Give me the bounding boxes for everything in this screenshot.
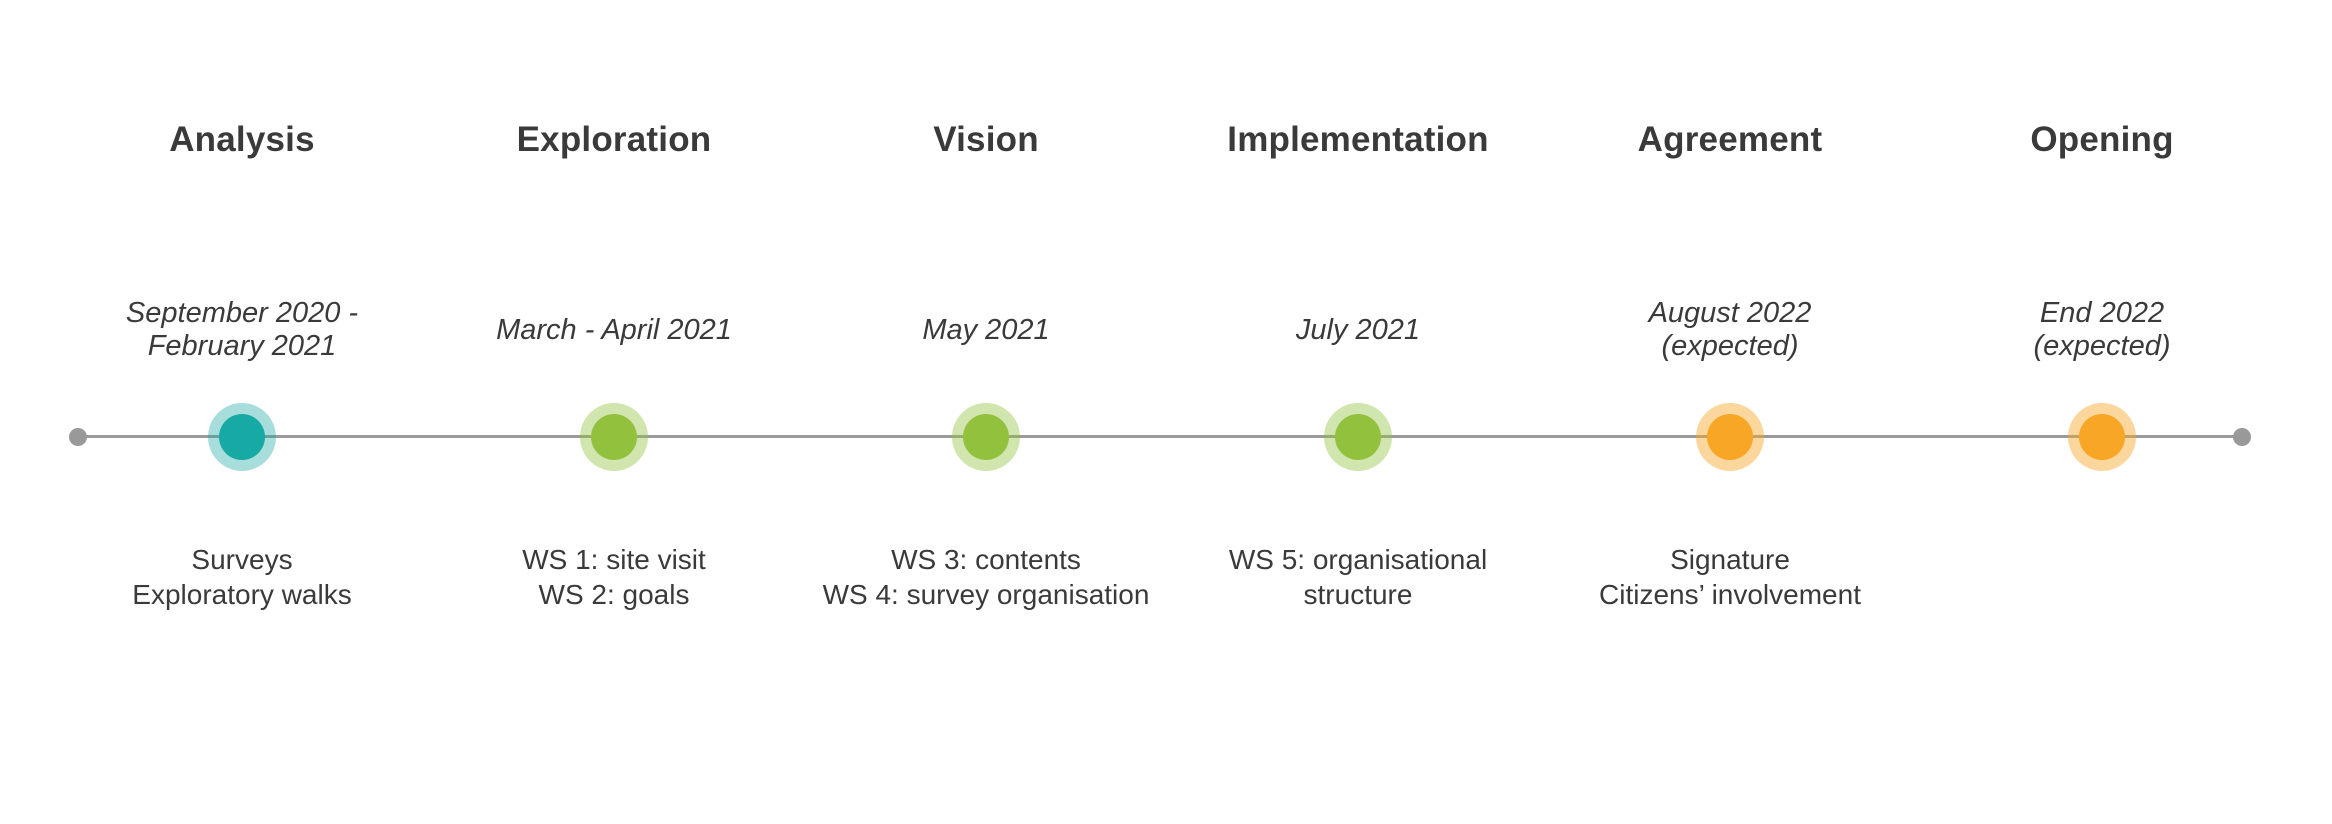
phase-title: Analysis <box>169 120 315 159</box>
phase-title: Exploration <box>516 120 712 159</box>
phase-marker-dot <box>1696 403 1764 471</box>
phase-date: End 2022 (expected) <box>2033 297 2171 362</box>
phase-title: Agreement <box>1637 120 1823 159</box>
phase-details: WS 3: contents WS 4: survey organisation <box>822 544 1150 610</box>
dot-core <box>1335 414 1381 460</box>
timeline-start-dot <box>69 428 87 446</box>
phase-title: Opening <box>2030 120 2174 159</box>
phase-column-exploration: Exploration March - April 2021 WS 1: sit… <box>428 0 800 824</box>
dot-core <box>591 414 637 460</box>
phase-details: Surveys Exploratory walks <box>132 544 352 610</box>
phase-details: Signature Citizens’ involvement <box>1599 544 1861 610</box>
phase-marker-dot <box>952 403 1020 471</box>
phase-marker-dot <box>2068 403 2136 471</box>
phase-column-analysis: Analysis September 2020 - February 2021 … <box>56 0 428 824</box>
phase-marker-dot <box>580 403 648 471</box>
phase-column-implementation: Implementation July 2021 WS 5: organisat… <box>1172 0 1544 824</box>
phase-details: WS 1: site visit WS 2: goals <box>522 544 706 610</box>
phase-date: March - April 2021 <box>496 313 732 346</box>
phase-marker-dot <box>208 403 276 471</box>
timeline-end-dot <box>2233 428 2251 446</box>
phase-column-vision: Vision May 2021 WS 3: contents WS 4: sur… <box>800 0 1172 824</box>
phase-marker-dot <box>1324 403 1392 471</box>
phase-column-agreement: Agreement August 2022 (expected) Signatu… <box>1544 0 1916 824</box>
dot-core <box>1707 414 1753 460</box>
phase-date: September 2020 - February 2021 <box>125 297 359 362</box>
phase-column-opening: Opening End 2022 (expected) <box>1916 0 2288 824</box>
phase-details: WS 5: organisational structure <box>1228 544 1488 610</box>
phase-date: August 2022 (expected) <box>1648 297 1812 362</box>
dot-core <box>2079 414 2125 460</box>
phase-title: Vision <box>933 120 1039 159</box>
phase-date: May 2021 <box>922 313 1050 346</box>
phase-title: Implementation <box>1227 120 1489 159</box>
timeline-line <box>78 435 2242 438</box>
dot-core <box>963 414 1009 460</box>
phase-date: July 2021 <box>1295 313 1421 346</box>
dot-core <box>219 414 265 460</box>
